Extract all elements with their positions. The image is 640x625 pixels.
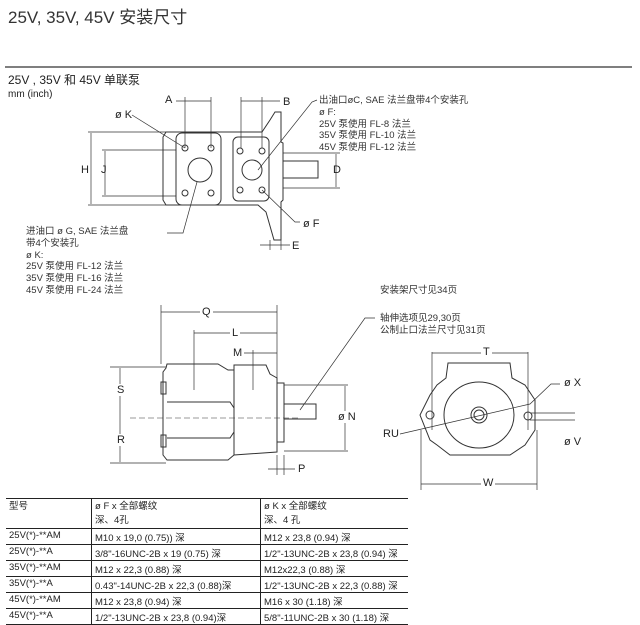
outlet-note: 出油口øC, SAE 法兰盘带4个安装孔 ø F: 25V 泵使用 FL-8 法… bbox=[319, 95, 469, 154]
inlet-note: 进油口 ø G, SAE 法兰盘 带4个安装孔 ø K: 25V 泵使用 FL-… bbox=[26, 226, 129, 296]
shaft-note: 轴伸选项见29,30页 公制止口法兰尺寸见31页 bbox=[380, 313, 486, 336]
dim-B: B bbox=[283, 96, 291, 108]
dim-N: ø N bbox=[337, 411, 357, 423]
header-f-thread: ø F x 全部螺纹深、4孔 bbox=[91, 498, 261, 529]
top-view-drawing bbox=[88, 97, 340, 250]
dim-R: R bbox=[116, 434, 126, 446]
mount-note: 安装架尺寸见34页 bbox=[380, 285, 458, 296]
dim-RU: RU bbox=[383, 428, 399, 440]
dim-X: ø X bbox=[564, 377, 582, 389]
dim-V: ø V bbox=[564, 436, 582, 448]
section-title: 25V , 35V 和 45V 单联泵 bbox=[8, 73, 141, 87]
table-header-row: 型号 ø F x 全部螺纹深、4孔 ø K x 全部螺纹深、4 孔 bbox=[6, 498, 408, 529]
dim-E: E bbox=[292, 240, 300, 252]
dim-Q: Q bbox=[200, 306, 213, 318]
dim-K: ø K bbox=[115, 109, 133, 121]
dim-M: M bbox=[231, 347, 245, 359]
thread-spec-table: 型号 ø F x 全部螺纹深、4孔 ø K x 全部螺纹深、4 孔 25V(*)… bbox=[6, 498, 408, 625]
dim-T: T bbox=[481, 346, 492, 358]
units-label: mm (inch) bbox=[8, 89, 53, 100]
dim-W: W bbox=[481, 477, 496, 489]
dim-L: L bbox=[230, 327, 241, 339]
header-model: 型号 bbox=[6, 498, 92, 529]
dim-A: A bbox=[165, 94, 173, 106]
side-view-drawing bbox=[110, 305, 375, 475]
dim-J: J bbox=[101, 164, 107, 176]
end-view-drawing bbox=[399, 352, 575, 490]
page-title: 25V, 35V, 45V 安装尺寸 bbox=[8, 8, 188, 27]
header-k-thread: ø K x 全部螺纹深、4 孔 bbox=[260, 498, 408, 529]
dim-S: S bbox=[116, 384, 126, 396]
dim-P: P bbox=[298, 463, 306, 475]
dim-F: ø F bbox=[303, 218, 320, 230]
dim-H: H bbox=[81, 164, 89, 176]
dim-D: D bbox=[333, 164, 341, 176]
